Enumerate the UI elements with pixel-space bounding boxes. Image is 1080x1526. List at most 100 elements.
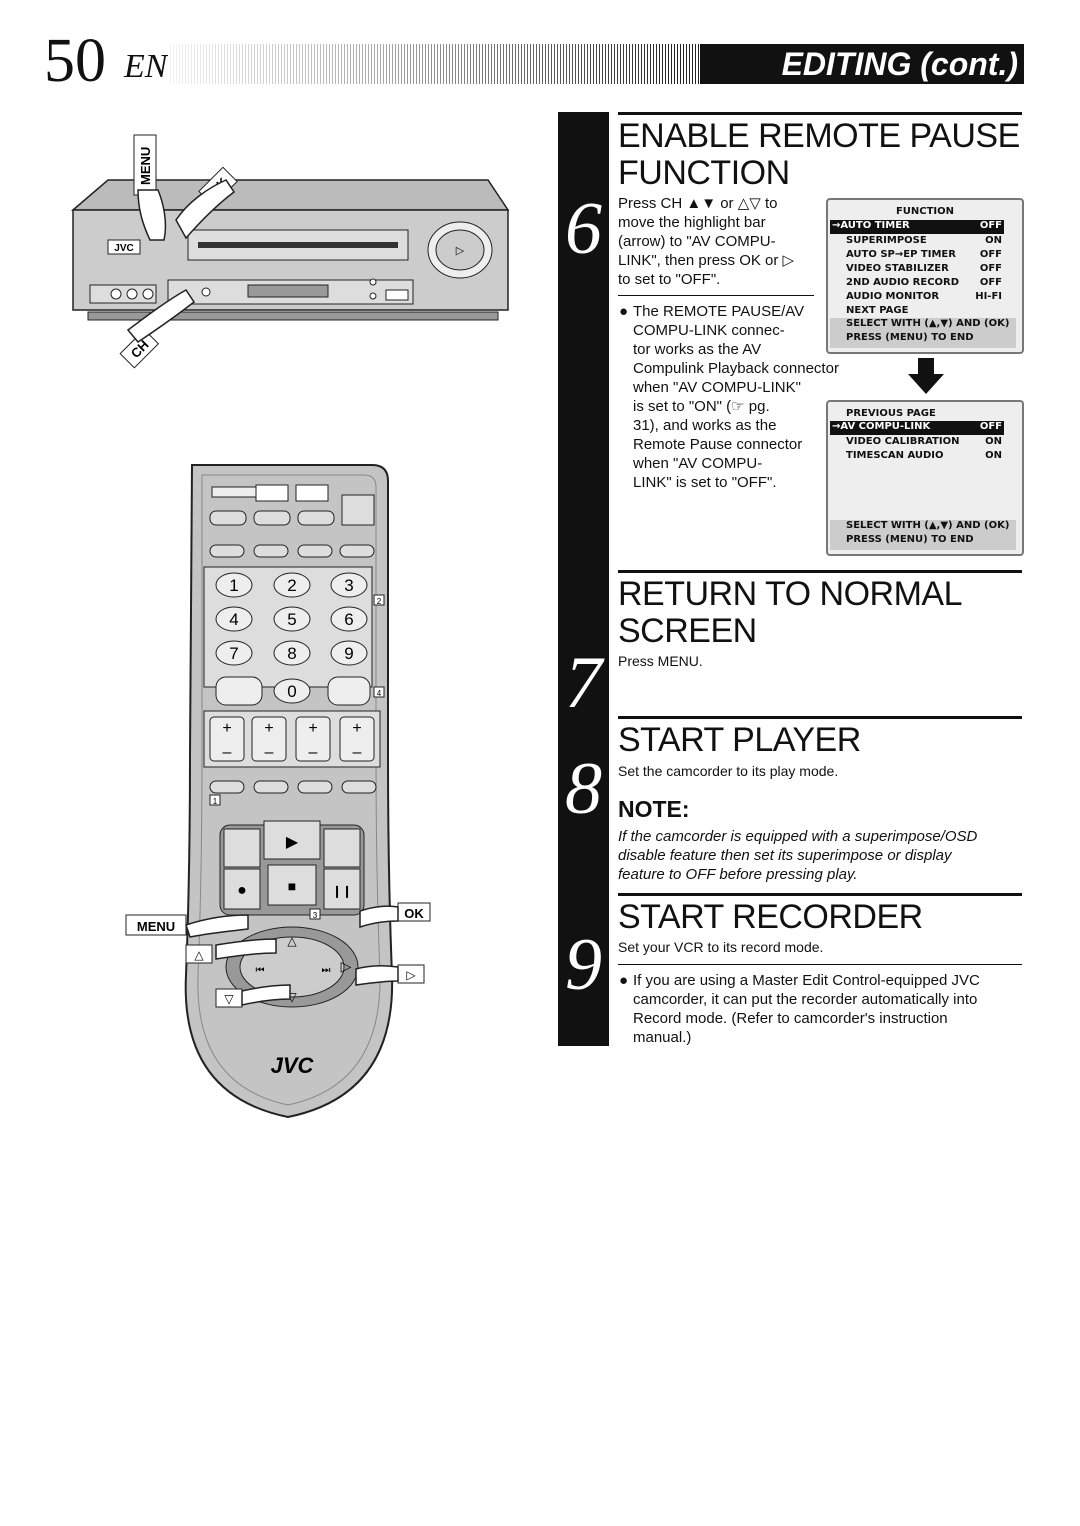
step-6-note-line: COMPU-LINK connec- (633, 322, 785, 339)
osd-item-label: PREVIOUS PAGE (846, 408, 936, 419)
svg-text:△: △ (287, 934, 297, 948)
osd-footer-line: SELECT WITH (▲,▼) AND (OK) (846, 318, 1010, 329)
osd-item-value: OFF (979, 249, 1002, 260)
step-7-title-line-2: SCREEN (618, 612, 757, 650)
svg-text:▶: ▶ (286, 834, 299, 851)
step-number-7: 7 (565, 642, 602, 724)
key-8: 8 (287, 644, 296, 663)
step-9-note-line: If you are using a Master Edit Control-e… (633, 972, 980, 989)
boxed-1: 1 (213, 797, 218, 806)
step-6-line: Press CH ▲▼ or △▽ to (618, 195, 778, 212)
svg-text:▽: ▽ (287, 990, 297, 1004)
osd-item-value: ON (985, 436, 1002, 447)
key-9: 9 (344, 644, 353, 663)
osd-item-value: OFF (979, 220, 1002, 231)
osd-item-label: AUDIO MONITOR (846, 291, 940, 302)
key-2: 2 (287, 576, 296, 595)
svg-text:●: ● (237, 882, 247, 899)
osd-footer-line: SELECT WITH (▲,▼) AND (OK) (846, 520, 1010, 531)
osd-row: PREVIOUS PAGE (846, 408, 1002, 420)
step-6-instructions: Press CH ▲▼ or △▽ to move the highlight … (618, 194, 818, 289)
osd-row-highlighted: →AV COMPU-LINK OFF (830, 421, 1004, 435)
key-5: 5 (287, 610, 296, 629)
step-6-note-line: when "AV COMPU- (633, 455, 763, 472)
step-8-note-line: feature to OFF before pressing play. (618, 866, 858, 883)
step-number-9: 9 (565, 924, 602, 1006)
step-6-note-line: Remote Pause connector (633, 436, 803, 453)
step-6-note-line: 31), and works as the (633, 417, 777, 434)
svg-text:■: ■ (288, 878, 296, 894)
step-6-title-line-1: ENABLE REMOTE PAUSE (618, 117, 1020, 155)
step-8-title: START PLAYER (618, 721, 861, 759)
step-9-divider (618, 964, 1022, 965)
svg-text:+: + (308, 720, 317, 737)
bullet-icon: ● (619, 303, 629, 320)
osd-item-value: OFF (979, 263, 1002, 274)
bullet-icon: ● (619, 972, 629, 989)
step-8-note-line: If the camcorder is equipped with a supe… (618, 828, 978, 845)
key-6: 6 (344, 610, 353, 629)
step-9-note-line: Record mode. (Refer to camcorder's instr… (633, 1010, 948, 1027)
step-9-title: START RECORDER (618, 898, 923, 936)
svg-text:–: – (353, 744, 362, 761)
osd-menu-page-2: PREVIOUS PAGE →AV COMPU-LINK OFF VIDEO C… (826, 400, 1024, 556)
svg-text:–: – (265, 744, 274, 761)
step-7-instruction: Press MENU. (618, 653, 703, 669)
key-7: 7 (229, 644, 238, 663)
step-6-note-line: Compulink Playback connector (633, 360, 839, 377)
remote-illustration: 1 2 3 4 5 6 7 8 9 0 2 4 +– +– +– +– 1 ▶ … (125, 464, 431, 1119)
osd-row: NEXT PAGE (846, 305, 1002, 317)
remote-brand: JVC (271, 1053, 315, 1078)
page-number: 50 (44, 27, 106, 95)
step-number-column (558, 112, 609, 1046)
osd-row-highlighted: →AUTO TIMER OFF (830, 220, 1004, 234)
key-4: 4 (229, 610, 238, 629)
svg-text:▷: ▷ (341, 958, 352, 974)
page-language: EN (124, 48, 168, 85)
svg-text:▽: ▽ (224, 992, 234, 1006)
step-8-rule (618, 716, 1022, 719)
key-0: 0 (287, 682, 296, 701)
osd-item-label: →AUTO TIMER (832, 220, 910, 231)
remote-ok-label: OK (404, 906, 424, 921)
osd-footer-line: PRESS (MENU) TO END (846, 332, 974, 343)
step-6-note-line: LINK" is set to "OFF". (633, 474, 777, 491)
step-7-rule (618, 570, 1022, 573)
osd-item-label: NEXT PAGE (846, 305, 909, 316)
svg-text:–: – (309, 744, 318, 761)
boxed-3: 3 (313, 911, 318, 920)
boxed-4: 4 (377, 689, 382, 698)
remote-menu-label: MENU (137, 919, 175, 934)
down-arrow-icon (908, 358, 944, 394)
svg-text:▷: ▷ (406, 968, 416, 982)
vcr-brand: JVC (114, 243, 133, 254)
osd-item-label: VIDEO STABILIZER (846, 263, 949, 274)
step-6-rule (618, 112, 1022, 115)
step-6-line: (arrow) to "AV COMPU- (618, 233, 776, 250)
svg-text:+: + (352, 720, 361, 737)
svg-text:⏮: ⏮ (256, 965, 265, 976)
step-6-note-line: The REMOTE PAUSE/AV (633, 303, 805, 320)
step-number-6: 6 (565, 188, 602, 270)
osd-item-value: ON (985, 450, 1002, 461)
step-8-note-line: disable feature then set its superimpose… (618, 847, 952, 864)
step-6-note: ● The REMOTE PAUSE/AV COMPU-LINK connec-… (619, 302, 873, 492)
osd-footer-line: PRESS (MENU) TO END (846, 534, 974, 545)
section-title: EDITING (cont.) (781, 46, 1018, 82)
osd-row: VIDEO STABILIZER OFF (846, 263, 1002, 275)
key-3: 3 (344, 576, 353, 595)
step-9-note-line: manual.) (633, 1029, 692, 1046)
key-1: 1 (229, 576, 238, 595)
vcr-menu-label: MENU (138, 147, 153, 185)
step-6-note-line: is set to "ON" (☞ pg. (633, 398, 770, 415)
osd-item-label: TIMESCAN AUDIO (846, 450, 944, 461)
osd-footer: SELECT WITH (▲,▼) AND (OK) PRESS (MENU) … (830, 318, 1016, 348)
vcr-illustration: JVC ▷ MENU OK CH (70, 134, 510, 369)
step-6-line: to set to "OFF". (618, 271, 721, 288)
svg-text:⏭: ⏭ (322, 965, 331, 976)
step-6-note-line: when "AV COMPU-LINK" (633, 379, 801, 396)
